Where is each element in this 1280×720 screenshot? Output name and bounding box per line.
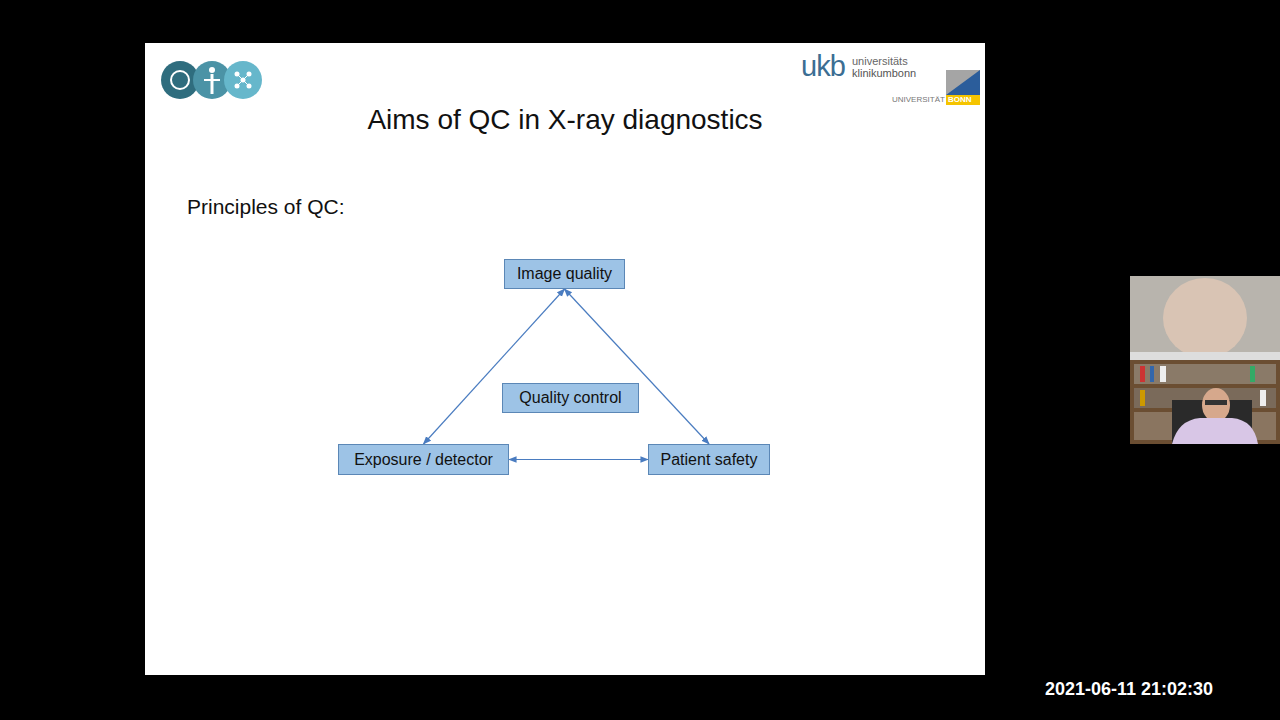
slide-title: Aims of QC in X-ray diagnostics: [145, 104, 985, 136]
logo-text: universitäts: [852, 55, 908, 67]
connector-arrow: [565, 289, 710, 444]
webcam-video: [1130, 276, 1280, 444]
logo-text: ukb: [801, 50, 845, 83]
box-text: Image quality: [517, 265, 612, 283]
slide-background: [145, 43, 985, 675]
logo-text: UNIVERSITÄT: [892, 95, 945, 104]
process-box: Image quality: [504, 259, 625, 289]
process-box: Exposure / detector: [338, 444, 509, 475]
process-box: Quality control: [502, 383, 639, 413]
box-text: Patient safety: [661, 451, 758, 469]
subheading: Principles of QC:: [187, 195, 345, 219]
logo-text: klinikumbonn: [852, 67, 916, 79]
process-box: Patient safety: [648, 444, 770, 475]
timestamp: 2021-06-11 21:02:30: [1045, 679, 1213, 700]
connector-arrow: [509, 459, 648, 460]
box-text: Quality control: [519, 389, 621, 407]
connector-arrow: [424, 289, 565, 444]
left-logo: [161, 61, 262, 99]
box-text: Exposure / detector: [354, 451, 493, 469]
logo-text: BONN: [948, 95, 972, 104]
right-logo: [946, 70, 980, 105]
